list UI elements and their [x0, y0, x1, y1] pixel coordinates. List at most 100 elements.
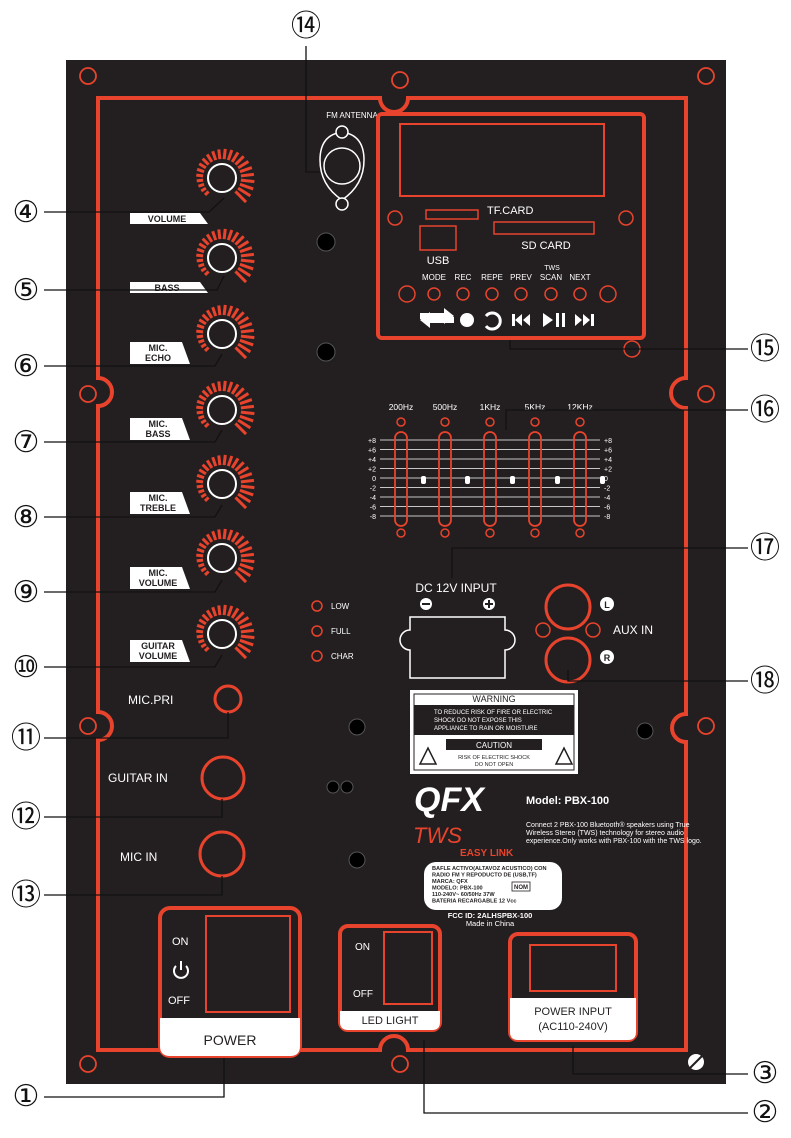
- nom-badge: [511, 881, 531, 892]
- knob-tick: [234, 235, 245, 246]
- eq-screw: [440, 528, 450, 538]
- media-module: [376, 112, 646, 340]
- media-button-scan[interactable]: [544, 287, 558, 301]
- media-button-next[interactable]: [573, 287, 587, 301]
- qfx-logo: QFX: [414, 781, 486, 819]
- mic-treble-knob[interactable]: [207, 469, 237, 499]
- knob-tick: [197, 182, 205, 188]
- knob-tick: [237, 466, 250, 476]
- knob-tick: [226, 529, 234, 541]
- indicator-led-low: [311, 600, 323, 612]
- aux-in-left-jack[interactable]: [544, 583, 592, 631]
- mic-echo-knob-group: MIC.ECHO: [130, 304, 255, 364]
- knob-tick: [226, 305, 234, 317]
- power-switch[interactable]: [205, 915, 291, 1013]
- knob-tick: [200, 642, 207, 649]
- eq-slider-knob[interactable]: [465, 476, 470, 484]
- callout-line-13: [44, 876, 223, 896]
- guitar-volume-knob[interactable]: [207, 619, 237, 649]
- power-input-label-1: POWER INPUT: [534, 1006, 612, 1018]
- caution-line-2: DO NOT OPEN: [475, 762, 513, 768]
- knob-tick: [222, 604, 227, 616]
- eq-slider-track-200Hz[interactable]: [394, 431, 408, 527]
- callout-5: ⑤: [13, 274, 40, 307]
- warning-line: TO REDUCE RISK OF FIRE OR ELECTRIC: [434, 710, 553, 716]
- knob-tick: [237, 316, 250, 326]
- knob-tick: [234, 611, 245, 622]
- aux-screw-right: [585, 622, 601, 638]
- panel-hole: [348, 851, 366, 869]
- media-button-rec[interactable]: [456, 287, 470, 301]
- eq-slider-knob[interactable]: [555, 476, 560, 484]
- eq-scale-left: -4: [370, 495, 376, 502]
- knob-tick: [237, 266, 252, 278]
- mic-echo-knob[interactable]: [207, 319, 237, 349]
- media-side-button-right[interactable]: [599, 285, 617, 303]
- warning-line: APPLIANCE TO RAIN OR MOISTURE: [434, 726, 537, 732]
- indicator-led-full: [311, 625, 323, 637]
- eq-slider-knob[interactable]: [510, 476, 515, 484]
- knob-tick: [239, 246, 253, 254]
- sd-card-slot[interactable]: [493, 221, 595, 235]
- mic-bass-knob[interactable]: [207, 395, 237, 425]
- dc-input-socket[interactable]: [399, 616, 516, 679]
- eq-slider-knob[interactable]: [600, 476, 605, 484]
- eq-slider-track-500Hz[interactable]: [438, 431, 452, 527]
- panel-hole: [340, 780, 354, 794]
- knob-tick: [217, 305, 222, 316]
- media-button-label: REC: [455, 273, 472, 282]
- callout-line-10: [44, 654, 223, 668]
- knob-tick: [234, 496, 248, 510]
- eq-scale-left: -8: [370, 514, 376, 521]
- fm-antenna-jack[interactable]: [319, 131, 365, 201]
- power-input-socket[interactable]: [529, 944, 617, 992]
- callout-15: ⑮: [750, 333, 780, 366]
- aux-right-letter: R: [604, 653, 611, 663]
- mic-volume-knob[interactable]: [207, 543, 237, 573]
- knob-tick: [237, 392, 250, 402]
- eq-scale-right: -4: [604, 495, 610, 502]
- led-light-switch[interactable]: [383, 931, 433, 1005]
- knob-tick: [240, 634, 255, 640]
- callout-2: ②: [752, 1096, 779, 1129]
- callout-14: ⑭: [291, 10, 321, 43]
- media-button-mode[interactable]: [427, 287, 441, 301]
- eq-slider-track-12KHz[interactable]: [573, 431, 587, 527]
- aux-in-right-jack[interactable]: [544, 636, 592, 684]
- mic-volume-knob-group: MIC.VOLUME: [130, 528, 255, 589]
- eq-slider-track-5KHz[interactable]: [528, 431, 542, 527]
- media-side-button-left[interactable]: [398, 285, 416, 303]
- knob-tick: [196, 479, 204, 484]
- guitar-in-jack[interactable]: [200, 755, 246, 801]
- knob-tick: [234, 346, 248, 360]
- caution-line-1: RISK OF ELECTRIC SHOCK: [458, 755, 530, 761]
- eq-slider-knob[interactable]: [421, 476, 426, 484]
- knob-tick: [196, 178, 204, 183]
- volume-knob[interactable]: [207, 163, 237, 193]
- indicator-label: FULL: [331, 627, 351, 636]
- tf-card-slot[interactable]: [425, 209, 479, 220]
- knob-tick: [205, 153, 214, 163]
- eq-slider-track-1KHz[interactable]: [483, 431, 497, 527]
- knob-tick: [239, 322, 253, 330]
- knob-tick: [237, 642, 252, 654]
- knob-tick: [198, 394, 207, 402]
- knob-tick: [240, 328, 255, 334]
- media-button-repe[interactable]: [485, 287, 499, 301]
- warning-title: WARNING: [472, 694, 515, 704]
- panel-hole: [326, 780, 340, 794]
- knob-tick: [196, 405, 204, 410]
- knob-tick: [230, 607, 240, 619]
- knob-tick: [240, 478, 255, 484]
- knob-tick: [217, 229, 222, 240]
- usb-port[interactable]: [419, 225, 457, 251]
- mic-pri-label: MIC.PRI: [128, 693, 173, 707]
- media-button-prev[interactable]: [514, 287, 528, 301]
- eq-scale-right: +6: [604, 448, 612, 455]
- knob-tick: [237, 616, 250, 626]
- bass-knob[interactable]: [207, 243, 237, 273]
- knob-tick: [239, 562, 254, 571]
- knob-tick: [240, 258, 255, 264]
